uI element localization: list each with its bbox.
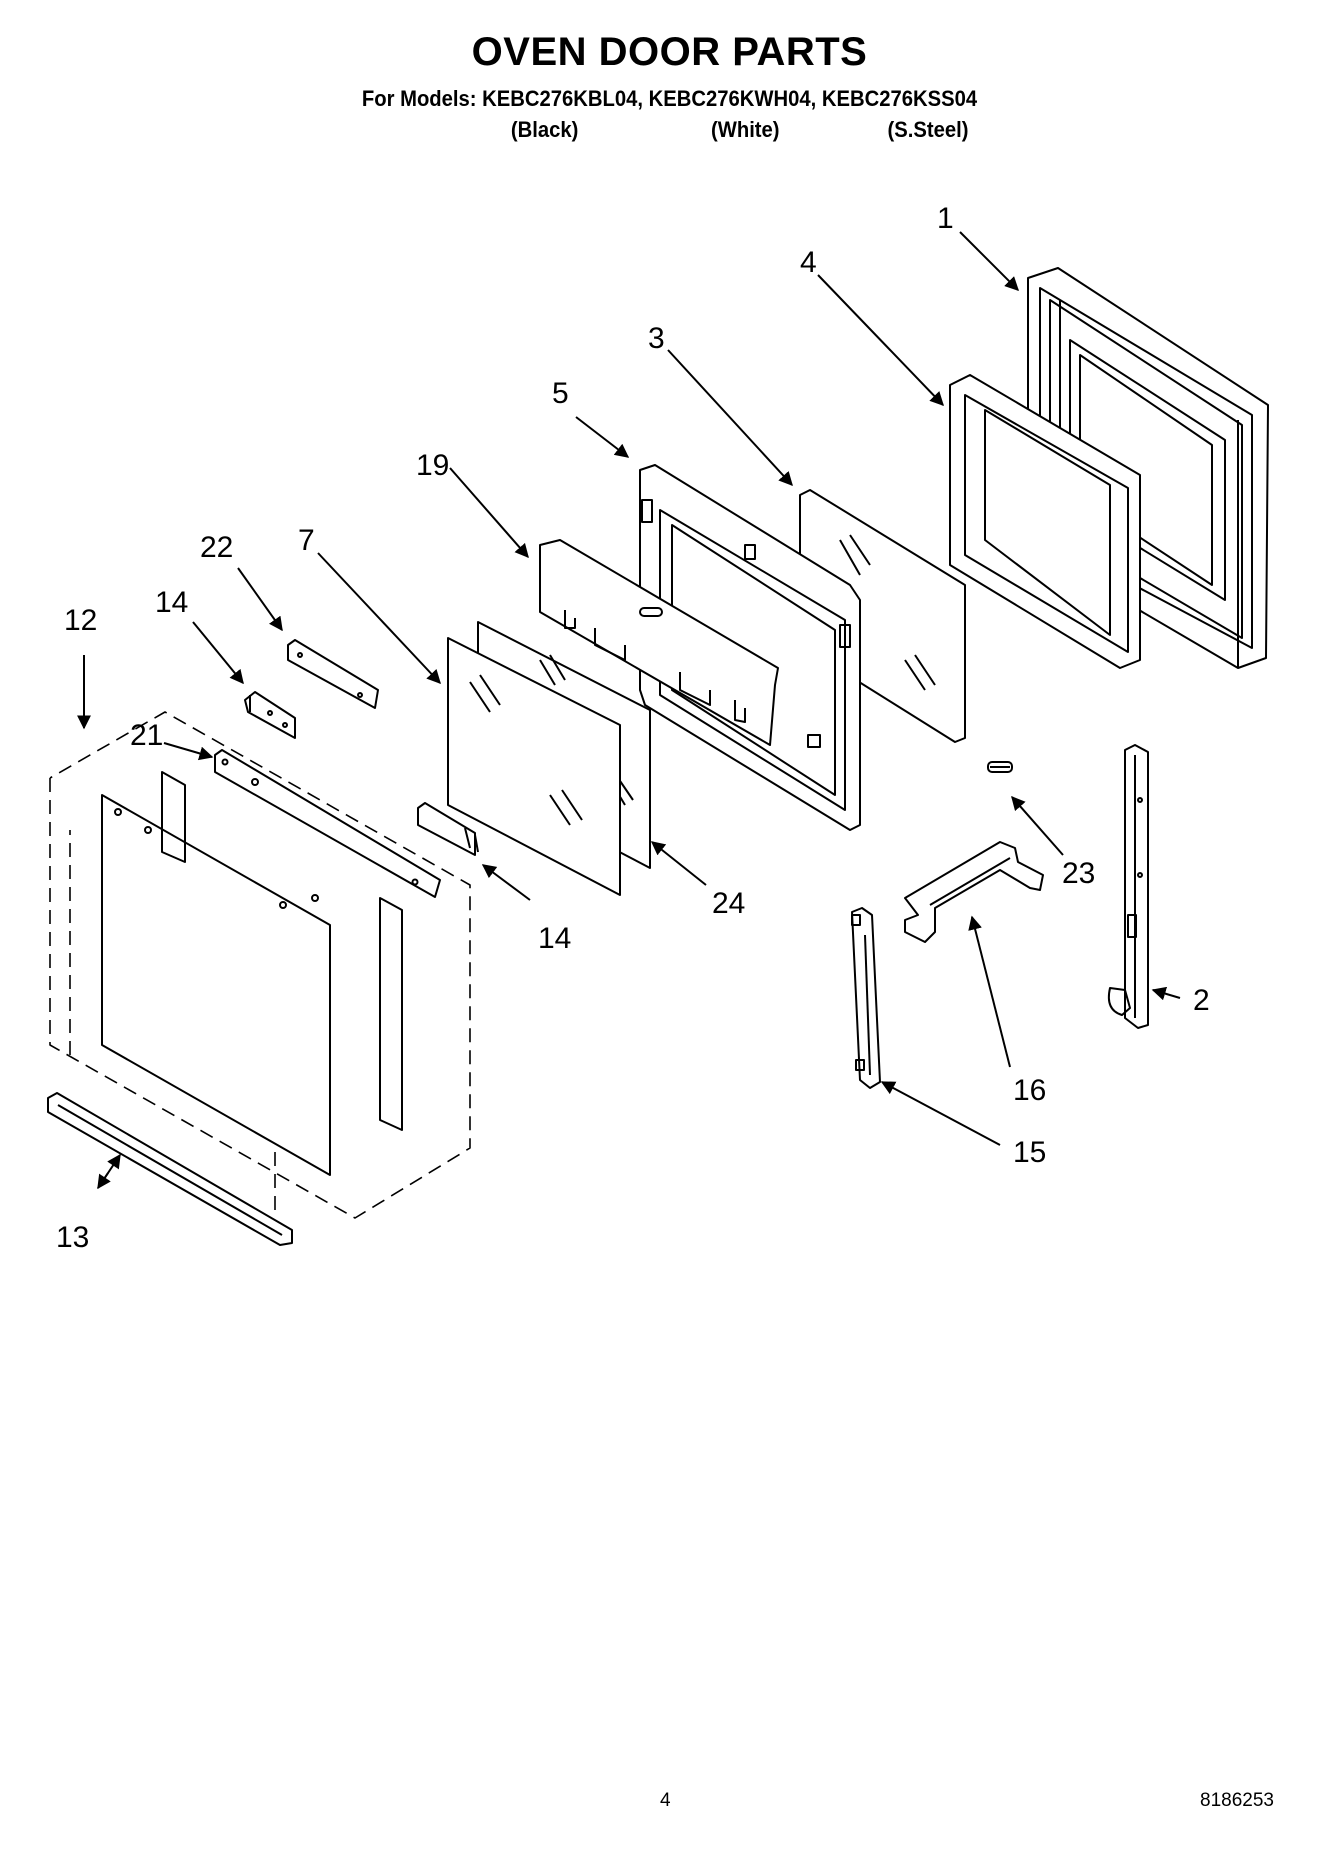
variant-stainless: (S.Steel) [887, 117, 969, 142]
variant-white: (White) [710, 117, 780, 142]
callout-12: 12 [64, 604, 97, 637]
part-12-outer-door-panel [101, 771, 403, 1176]
callout-19: 19 [416, 449, 449, 482]
callout-labels: 1 4 3 5 19 7 22 14 12 21 14 24 23 2 16 1… [56, 202, 1210, 1254]
callout-21: 21 [130, 719, 163, 752]
part-4-gasket-frame [949, 374, 1141, 669]
variant-black: (Black) [510, 117, 579, 142]
part-7-outer-glass [447, 637, 621, 896]
callout-2: 2 [1193, 984, 1210, 1017]
callout-1: 1 [937, 202, 954, 235]
callout-22: 22 [200, 531, 233, 564]
callout-5: 5 [552, 377, 569, 410]
part-16-hinge-support [904, 841, 1044, 943]
callout-4: 4 [800, 246, 817, 279]
callout-3: 3 [648, 322, 665, 355]
part-22-bracket [287, 639, 379, 709]
document-number: 8186253 [1200, 1790, 1274, 1811]
callout-24: 24 [712, 887, 745, 920]
callout-14-lower: 14 [538, 922, 571, 955]
callout-13: 13 [56, 1221, 89, 1254]
part-2-hinge-rail [1107, 744, 1149, 1029]
part-23-clip [987, 761, 1013, 773]
part-5-door-liner [639, 464, 861, 831]
part-14-hinge-bracket-upper [244, 691, 296, 739]
part-15-side-rail [851, 907, 881, 1089]
callout-14-upper: 14 [155, 586, 188, 619]
page-number: 4 [660, 1790, 671, 1811]
callout-15: 15 [1013, 1136, 1046, 1169]
part-14-hinge-bracket-lower [417, 802, 479, 856]
part-13-bottom-trim [47, 1092, 293, 1246]
part-19-heat-shield [539, 539, 779, 746]
part-21-top-trim [214, 749, 441, 898]
leader-lines [77, 231, 1181, 1190]
callout-16: 16 [1013, 1074, 1046, 1107]
models-line: For Models: KEBC276KBL04, KEBC276KWH04, … [361, 86, 978, 111]
callout-23: 23 [1062, 857, 1095, 890]
page-title: OVEN DOOR PARTS [471, 30, 868, 74]
callout-7: 7 [298, 524, 315, 557]
